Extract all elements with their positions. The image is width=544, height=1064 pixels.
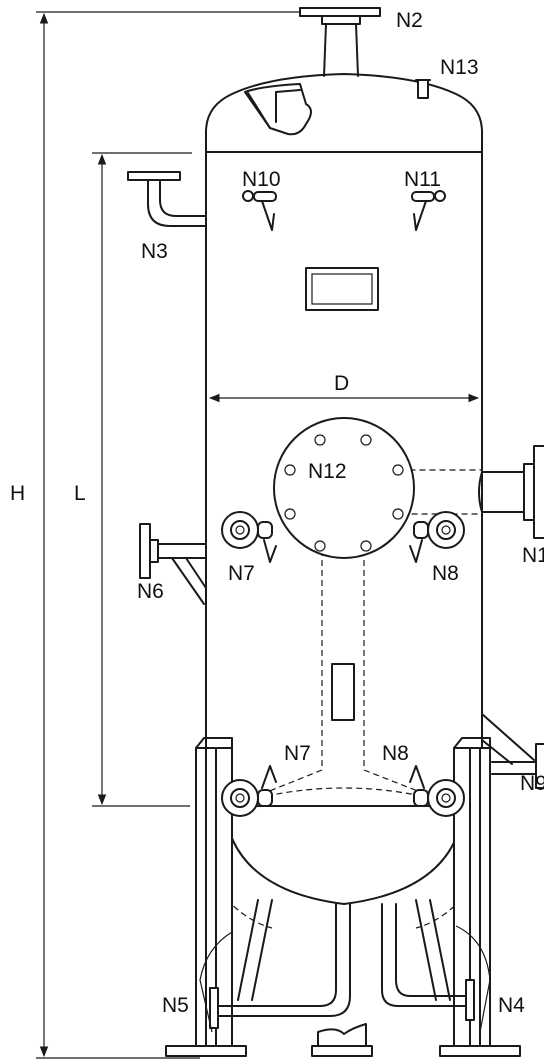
label-n8-lower: N8: [382, 742, 409, 765]
label-d: D: [334, 372, 349, 395]
sight-glass-n8-upper: [409, 511, 465, 563]
nameplate: [305, 267, 379, 311]
label-n3: N3: [141, 240, 168, 263]
bottom-drain: [311, 1023, 373, 1057]
sight-glass-n7-lower: [221, 765, 277, 817]
nozzle-n6: [139, 523, 207, 605]
label-n1: N1: [522, 544, 544, 567]
nozzle-n3: [127, 171, 207, 233]
nozzle-n11: [411, 190, 446, 231]
bottom-piping: [199, 899, 491, 1033]
nozzle-n1: [478, 445, 544, 539]
label-n6: N6: [137, 580, 164, 603]
manhole-n12: [273, 417, 415, 559]
nozzle-n10: [242, 190, 277, 231]
label-n4: N4: [498, 994, 525, 1017]
label-n12: N12: [308, 460, 347, 483]
label-n13: N13: [440, 56, 479, 79]
label-n8-upper: N8: [432, 562, 459, 585]
nozzle-n13: [415, 79, 431, 99]
label-n7-upper: N7: [228, 562, 255, 585]
sight-glass-n7-upper: [221, 511, 277, 563]
nozzle-n9: [481, 713, 544, 789]
labels: N2 N13 N3 N10 N11 D H L N12 N1 N6 N7 N8 …: [10, 9, 544, 1017]
label-n2: N2: [396, 9, 423, 32]
dimension-l: [92, 152, 192, 807]
dimension-h: [36, 11, 330, 1059]
label-l: L: [74, 482, 86, 505]
label-n11: N11: [404, 168, 441, 191]
label-n10: N10: [242, 168, 281, 191]
nozzle-n2: [299, 7, 381, 77]
label-n9: N9: [520, 772, 544, 795]
sight-glass-n8-lower: [409, 765, 465, 817]
label-h: H: [10, 482, 25, 505]
label-n5: N5: [162, 994, 189, 1017]
label-n7-lower: N7: [284, 742, 311, 765]
